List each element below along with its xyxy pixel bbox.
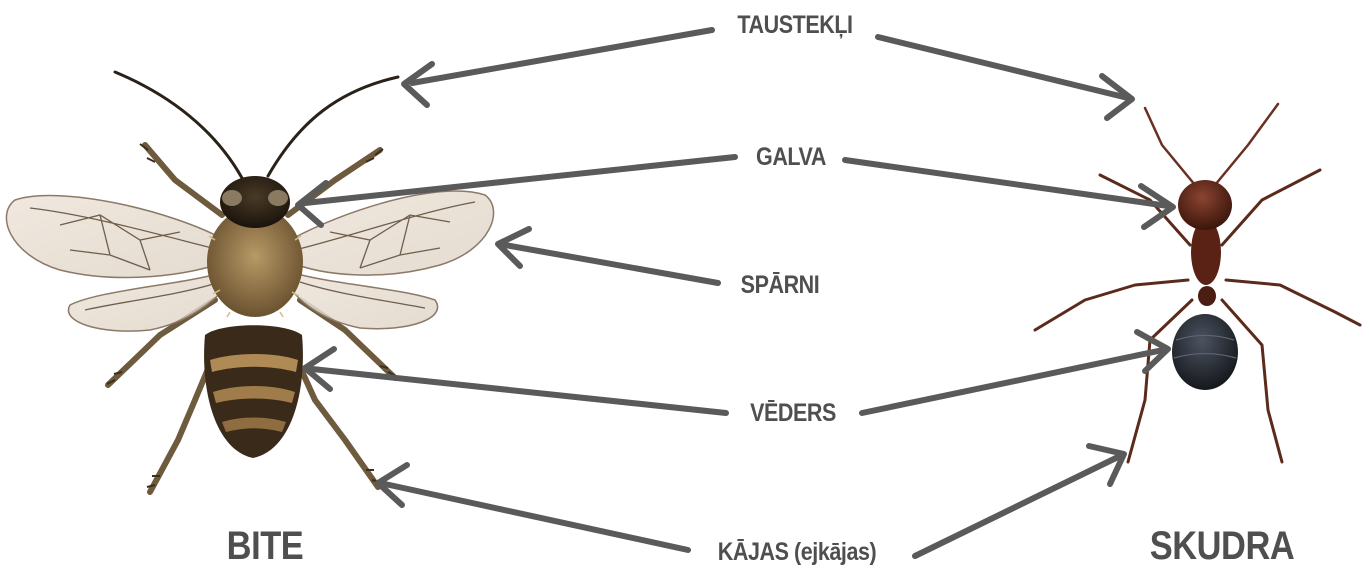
label-bee-name: BITE <box>227 526 304 566</box>
arrow-legs-bee <box>378 465 688 550</box>
bee-illustration <box>6 72 493 492</box>
ant-illustration <box>1035 104 1360 462</box>
arrow-antennae-bee <box>404 30 712 105</box>
ant-head <box>1178 180 1232 230</box>
label-ant-name: SKUDRA <box>1150 526 1295 566</box>
label-head: GALVA <box>751 145 831 170</box>
bee-eye-right <box>268 190 288 206</box>
arrow-abdomen-bee <box>305 349 726 413</box>
ant-abdomen <box>1172 314 1238 390</box>
bee-eye-left <box>222 190 242 206</box>
label-legs: KĀJAS (ejkājas) <box>713 540 882 565</box>
bee-abdomen <box>204 325 303 458</box>
label-antennae: TAUSTEKĻI <box>732 13 857 38</box>
arrow-legs-ant <box>915 446 1124 556</box>
ant-antennae <box>1145 104 1278 185</box>
arrow-wings-bee <box>498 229 718 283</box>
ant-petiole <box>1198 286 1216 306</box>
label-wings: SPĀRNI <box>736 273 825 298</box>
label-abdomen: VĒDERS <box>745 401 841 426</box>
arrow-antennae-ant <box>878 37 1132 118</box>
arrow-head-ant <box>845 160 1173 227</box>
arrow-abdomen-ant <box>862 332 1168 413</box>
